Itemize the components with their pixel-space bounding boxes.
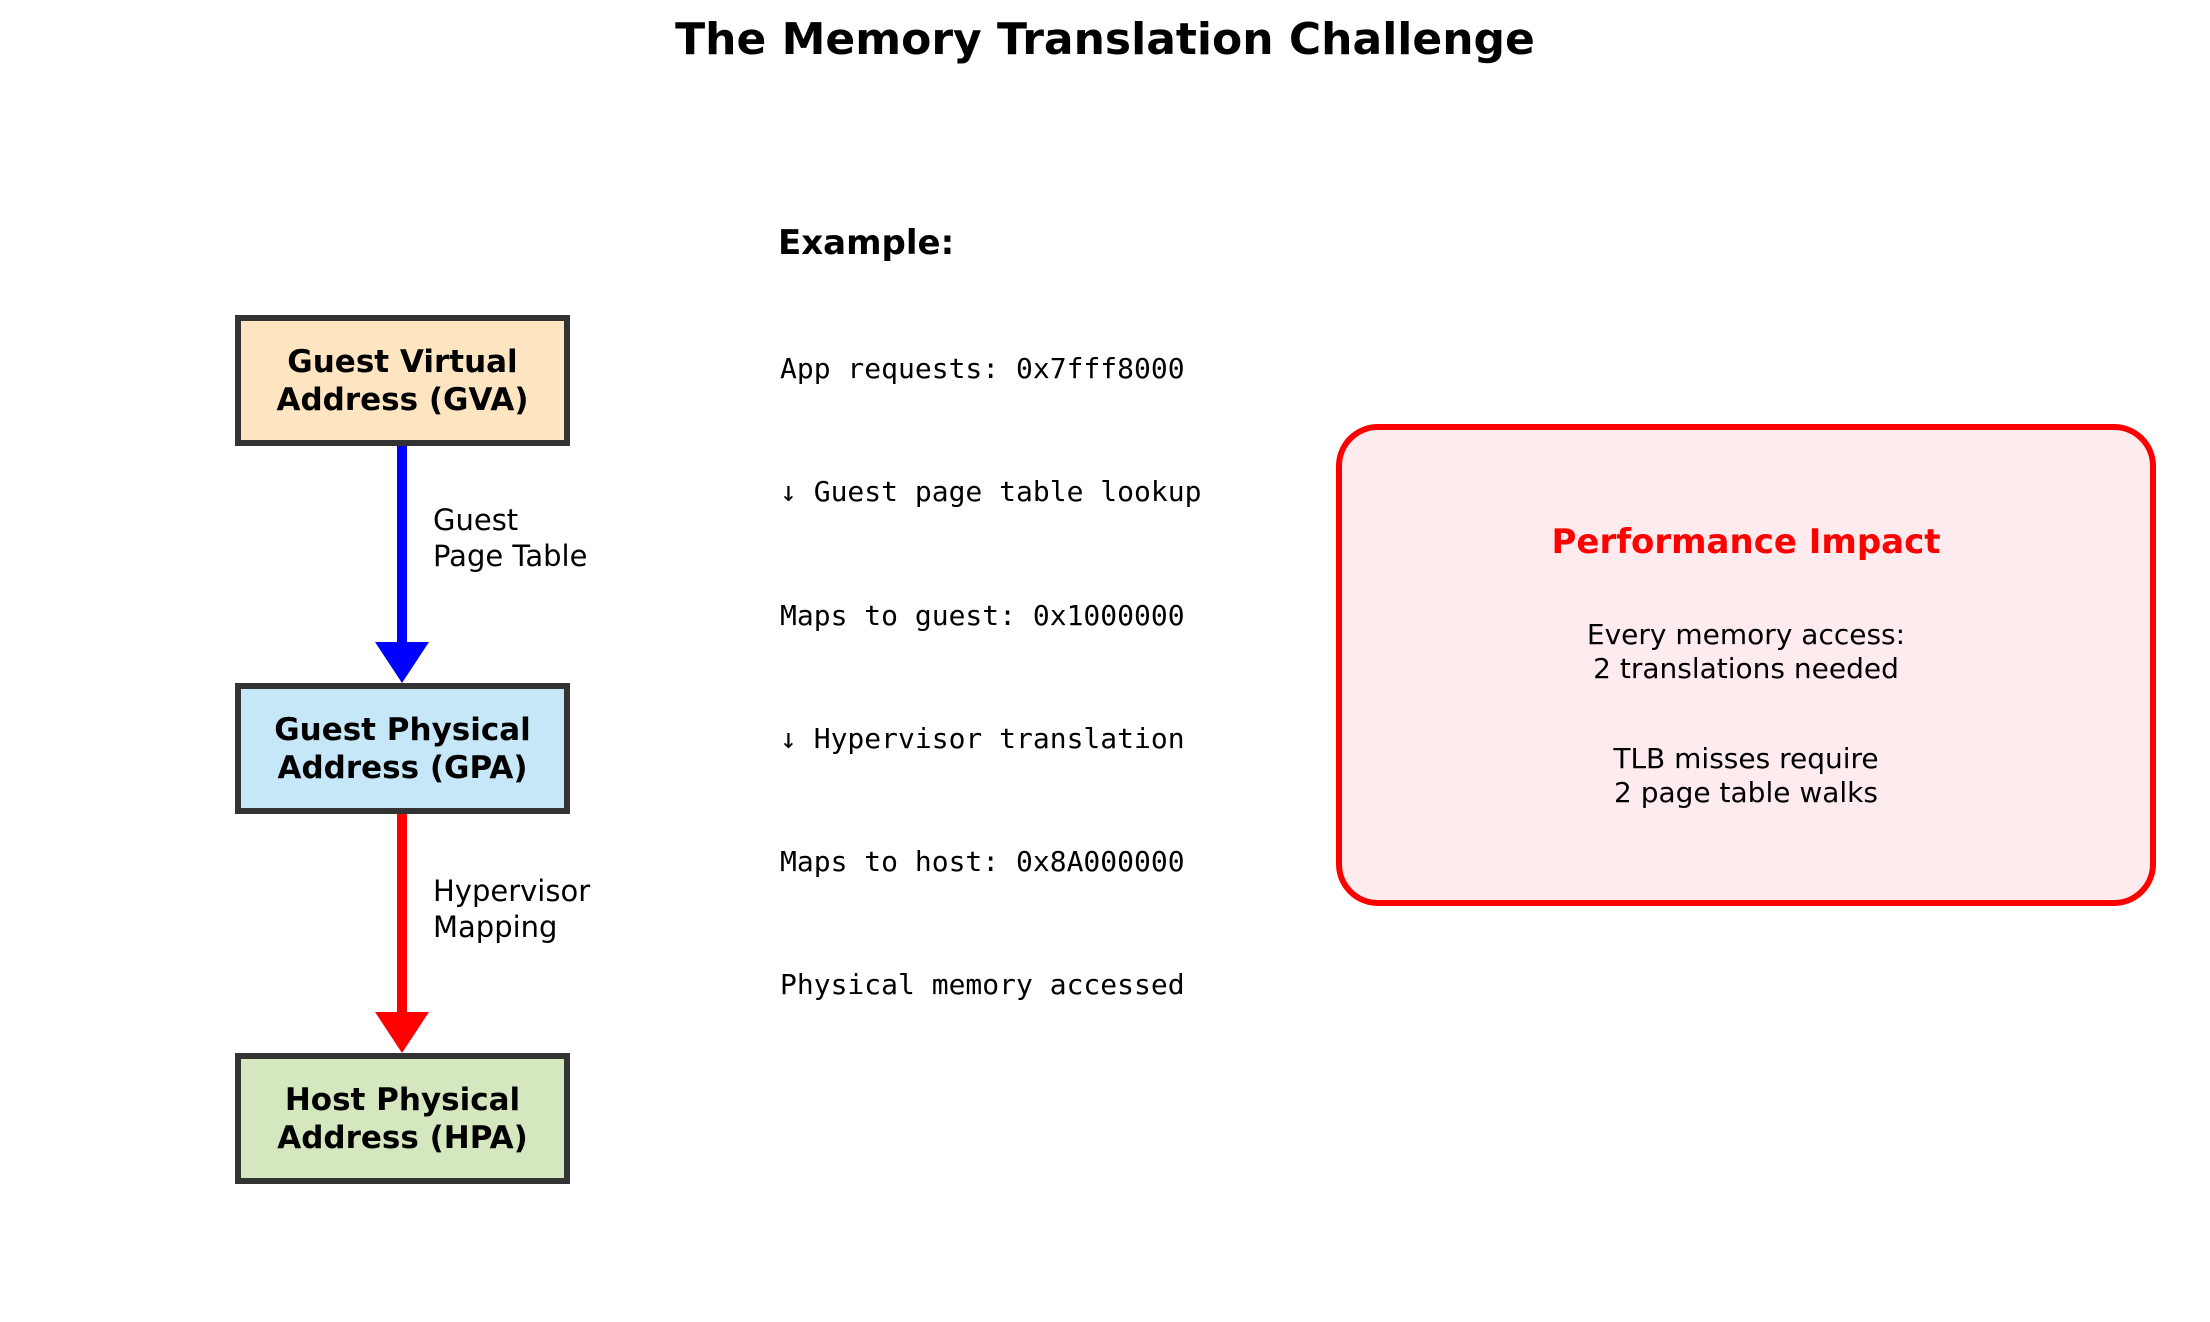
performance-impact-item-translations: Every memory access: 2 translations need… [1586,618,1906,685]
example-line-physical-access: Physical memory accessed [780,968,1185,1001]
guest-page-table-arrow-icon [375,446,429,683]
guest-physical-address-label: Guest Physical Address (GPA) [274,711,531,786]
performance-impact-title: Performance Impact [1551,522,1941,562]
guest-page-table-arrow-label: Guest Page Table [433,503,588,573]
example-heading: Example: [778,223,955,263]
example-line-app-request: App requests: 0x7fff8000 [780,352,1185,385]
performance-impact-item-tlb: TLB misses require 2 page table walks [1613,742,1879,809]
example-line-hypervisor-translation: ↓ Hypervisor translation [780,722,1185,755]
example-line-maps-to-host: Maps to host: 0x8A000000 [780,845,1185,878]
hypervisor-mapping-arrow-label: Hypervisor Mapping [433,874,591,944]
performance-impact-panel: Performance Impact Every memory access: … [1336,424,2156,906]
hypervisor-mapping-arrow-icon [375,814,429,1053]
guest-virtual-address-box: Guest Virtual Address (GVA) [235,315,570,446]
host-physical-address-box: Host Physical Address (HPA) [235,1053,570,1184]
example-line-guest-lookup: ↓ Guest page table lookup [780,475,1202,508]
example-line-maps-to-guest: Maps to guest: 0x1000000 [780,599,1185,632]
guest-physical-address-box: Guest Physical Address (GPA) [235,683,570,814]
guest-virtual-address-label: Guest Virtual Address (GVA) [276,343,529,418]
host-physical-address-label: Host Physical Address (HPA) [277,1081,528,1156]
diagram-title: The Memory Translation Challenge [675,14,1535,65]
